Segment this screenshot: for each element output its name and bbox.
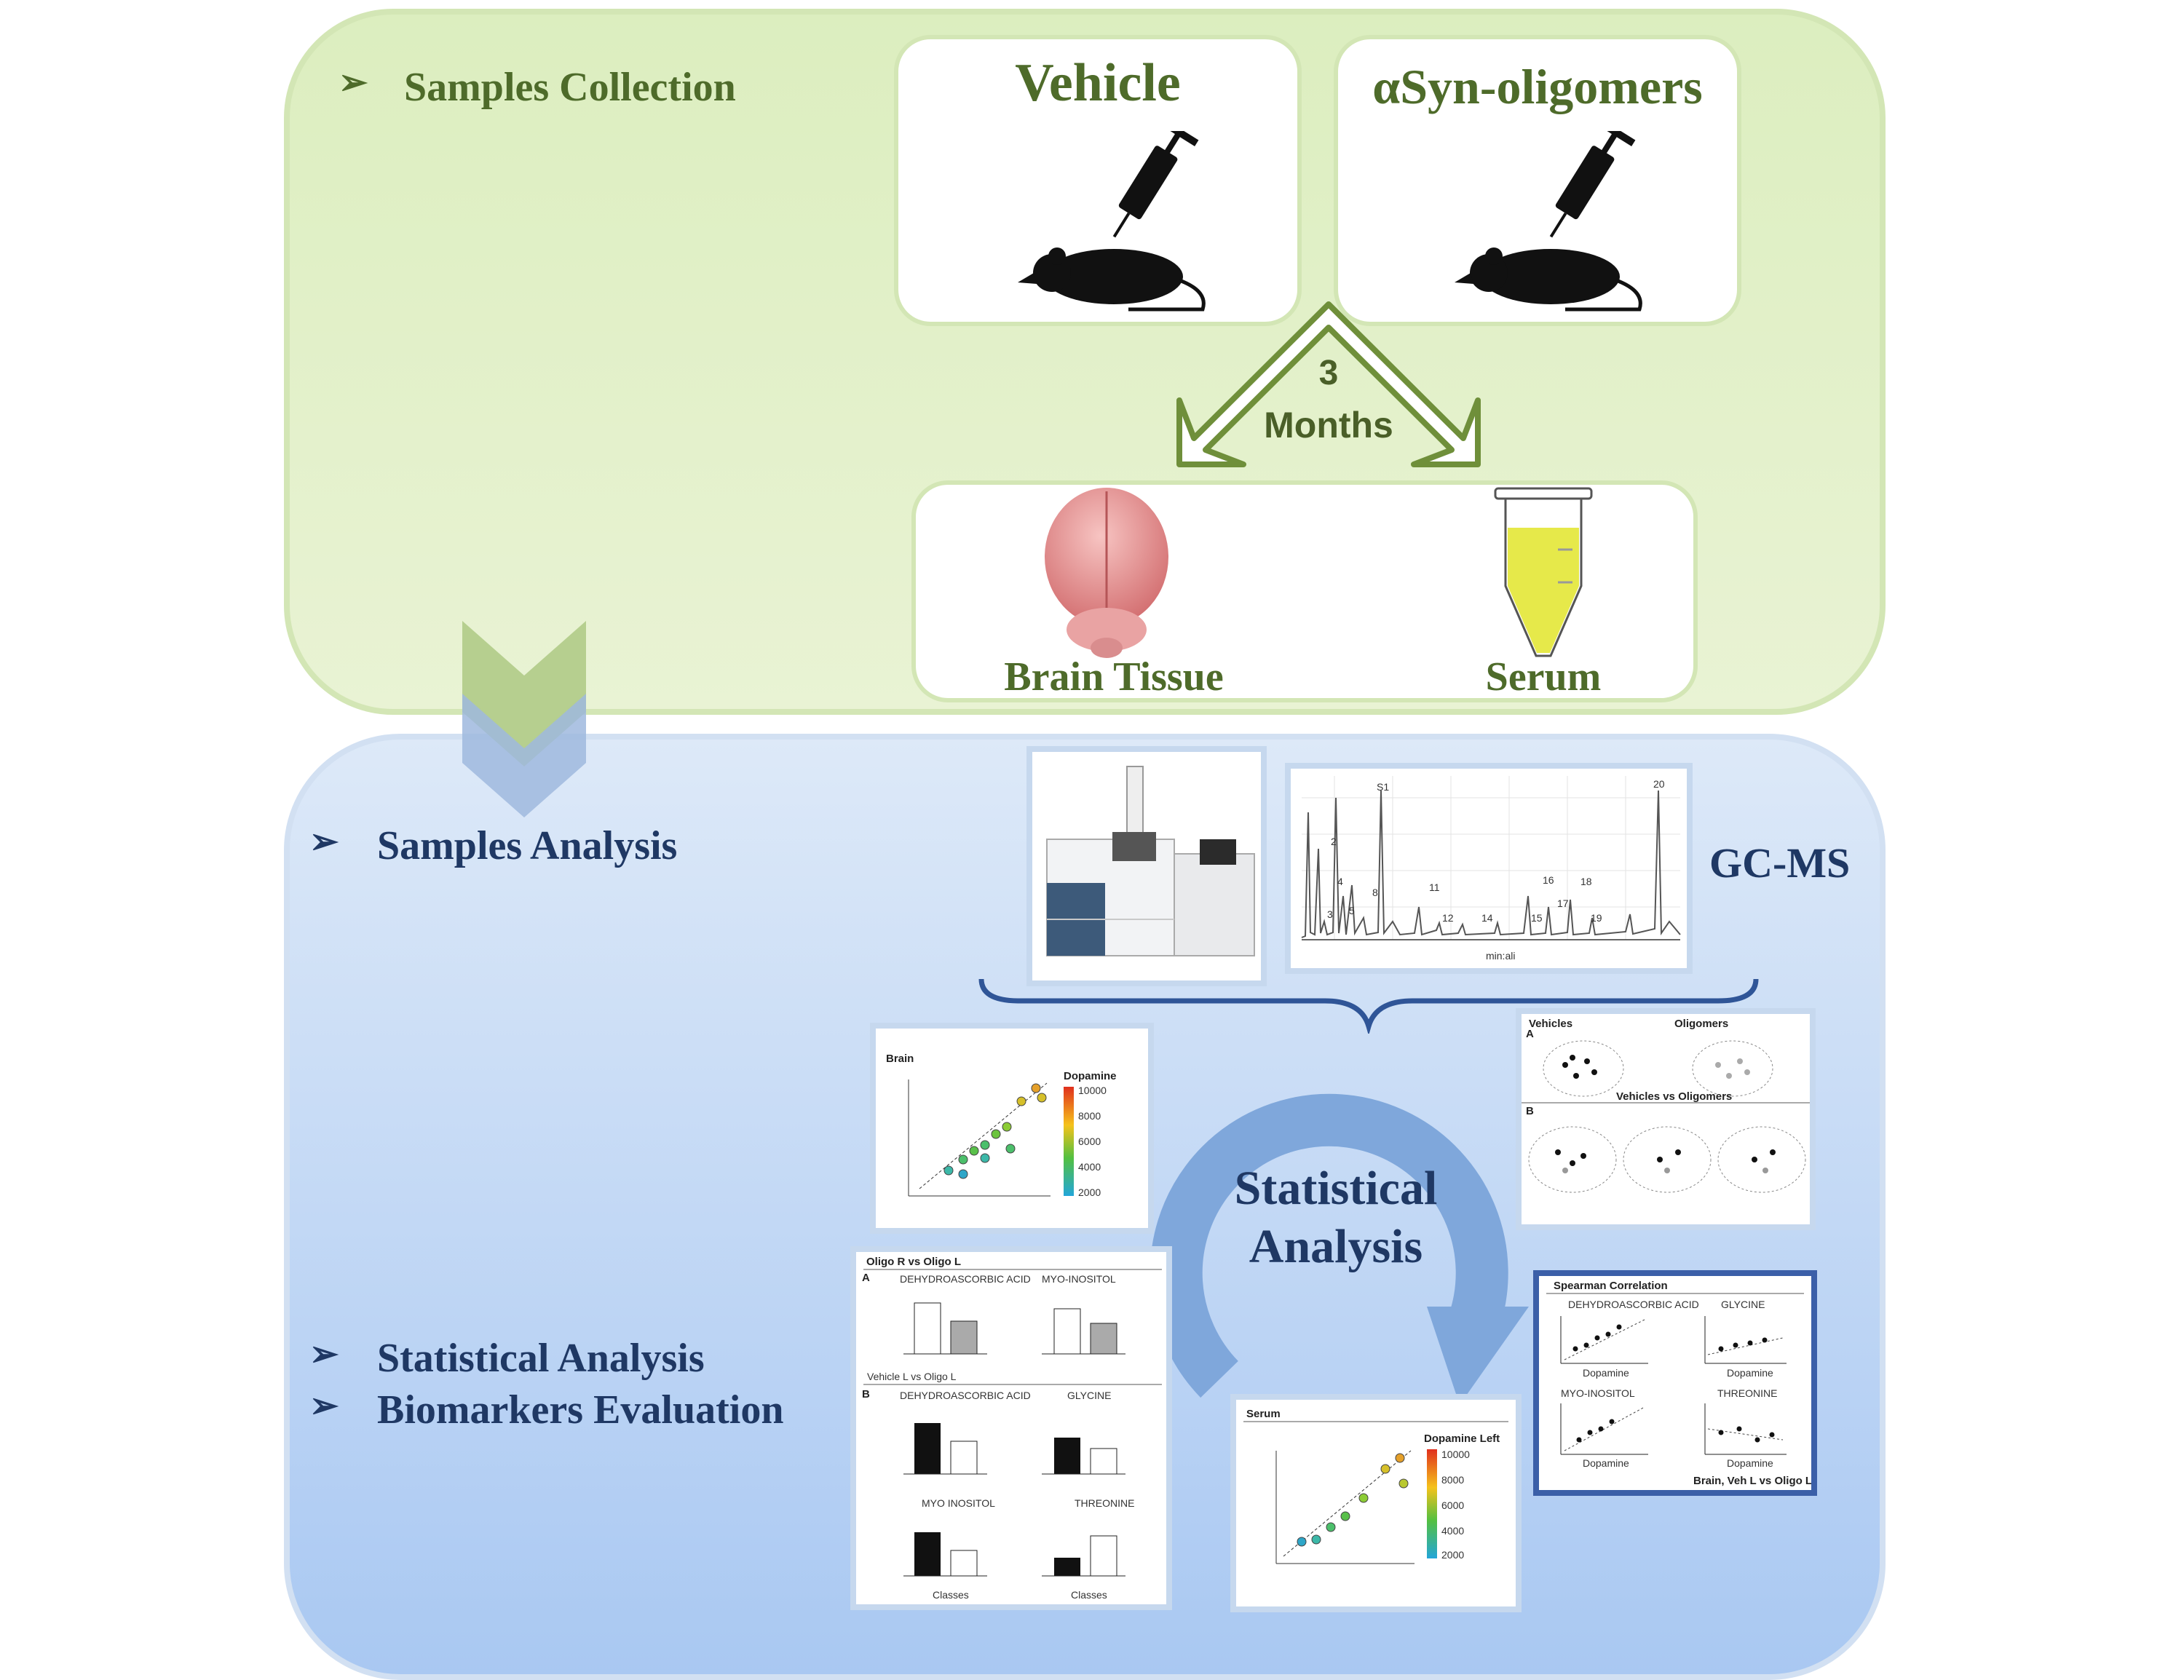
svg-text:8000: 8000 — [1441, 1474, 1464, 1486]
duration-number: 3 — [1318, 354, 1339, 392]
duration-unit: Months — [1264, 405, 1393, 445]
svg-text:17: 17 — [1557, 898, 1569, 909]
svg-text:Classes: Classes — [1071, 1589, 1107, 1601]
svg-text:B: B — [1526, 1105, 1534, 1117]
biomarkers-evaluation-heading: Biomarkers Evaluation — [377, 1387, 784, 1433]
svg-text:B: B — [862, 1388, 870, 1400]
bar-charts-thumbnail: Oligo R vs Oligo L A DEHYDROASCORBIC ACI… — [850, 1246, 1172, 1610]
svg-text:DEHYDROASCORBIC ACID: DEHYDROASCORBIC ACID — [900, 1390, 1031, 1401]
bullet-marker: ➢ — [309, 823, 339, 861]
svg-text:14: 14 — [1481, 912, 1493, 924]
flow-chevron-icon — [462, 621, 586, 817]
svg-text:20: 20 — [1653, 778, 1665, 790]
svg-text:Oligo R vs Oligo L: Oligo R vs Oligo L — [866, 1256, 961, 1268]
svg-text:DEHYDROASCORBIC ACID: DEHYDROASCORBIC ACID — [900, 1273, 1031, 1285]
svg-text:12: 12 — [1442, 912, 1454, 924]
brain-icon — [1045, 488, 1168, 658]
mouse-injection-icon — [1018, 131, 1206, 312]
brain-tissue-label: Brain Tissue — [1004, 654, 1224, 700]
svg-text:Oligomers: Oligomers — [1674, 1018, 1728, 1030]
svg-text:MYO INOSITOL: MYO INOSITOL — [922, 1497, 995, 1509]
pca-thumbnail: Vehicles Oligomers A Vehicles vs Oligome… — [1516, 1008, 1816, 1230]
svg-text:MYO-INOSITOL: MYO-INOSITOL — [1561, 1387, 1635, 1399]
thumb-legend: Dopamine — [1064, 1070, 1117, 1082]
statistical-analysis-heading: Statistical Analysis — [377, 1336, 705, 1381]
svg-text:2000: 2000 — [1078, 1186, 1101, 1198]
chromatogram-image: S1 2 4 3 5 8 11 12 14 15 16 17 18 19 20 … — [1285, 763, 1693, 974]
svg-text:A: A — [862, 1272, 870, 1284]
svg-text:GLYCINE: GLYCINE — [1721, 1299, 1765, 1310]
gcms-instrument-image — [1026, 746, 1267, 986]
svg-text:8000: 8000 — [1078, 1110, 1101, 1122]
svg-text:MYO-INOSITOL: MYO-INOSITOL — [1042, 1273, 1116, 1285]
svg-text:6000: 6000 — [1441, 1499, 1464, 1511]
spearman-correlation-thumbnail: Spearman Correlation DEHYDROASCORBIC ACI… — [1533, 1270, 1817, 1496]
svg-text:Dopamine: Dopamine — [1583, 1457, 1629, 1469]
svg-text:THREONINE: THREONINE — [1717, 1387, 1777, 1399]
cycle-label: Analysis — [1249, 1220, 1423, 1273]
brain-correlation-thumbnail: Brain Dopamine 10000 8000 6000 4000 2000 — [870, 1023, 1154, 1234]
svg-text:4: 4 — [1337, 876, 1343, 887]
bullet-marker: ➢ — [309, 1387, 339, 1425]
svg-text:S1: S1 — [1377, 781, 1389, 793]
svg-text:3: 3 — [1327, 908, 1333, 920]
svg-text:4000: 4000 — [1078, 1161, 1101, 1173]
serum-tube-icon — [1494, 487, 1593, 657]
cycle-label: Statistical — [1234, 1162, 1438, 1215]
bullet-marker: ➢ — [339, 63, 368, 102]
svg-text:4000: 4000 — [1441, 1525, 1464, 1537]
cycle-arrow-icon — [1150, 1093, 1529, 1405]
svg-text:10000: 10000 — [1441, 1449, 1470, 1460]
svg-text:2000: 2000 — [1441, 1549, 1464, 1561]
svg-text:Serum: Serum — [1246, 1408, 1281, 1420]
svg-text:THREONINE: THREONINE — [1075, 1497, 1134, 1509]
svg-text:Vehicles: Vehicles — [1529, 1018, 1572, 1030]
mouse-injection-icon — [1455, 131, 1642, 312]
svg-text:10000: 10000 — [1078, 1085, 1107, 1096]
svg-text:Dopamine Left: Dopamine Left — [1424, 1433, 1500, 1445]
vehicle-label: Vehicle — [1015, 53, 1181, 113]
svg-text:min:ali: min:ali — [1486, 950, 1515, 962]
bullet-marker: ➢ — [309, 1335, 339, 1374]
svg-text:A: A — [1526, 1028, 1534, 1040]
oligomers-label: αSyn-oligomers — [1372, 59, 1703, 114]
svg-text:11: 11 — [1429, 881, 1440, 893]
svg-text:Spearman Correlation: Spearman Correlation — [1554, 1280, 1668, 1292]
svg-text:DEHYDROASCORBIC ACID: DEHYDROASCORBIC ACID — [1568, 1299, 1699, 1310]
svg-text:Dopamine: Dopamine — [1727, 1457, 1773, 1469]
thumb-title: Brain — [886, 1053, 914, 1065]
svg-text:6000: 6000 — [1078, 1136, 1101, 1147]
svg-text:Vehicle L vs Oligo L: Vehicle L vs Oligo L — [867, 1371, 957, 1382]
svg-text:Brain, Veh L vs Oligo L: Brain, Veh L vs Oligo L — [1693, 1475, 1811, 1487]
brace-icon — [978, 978, 1759, 1034]
svg-text:Dopamine: Dopamine — [1727, 1367, 1773, 1379]
serum-correlation-thumbnail: Serum Dopamine Left 10000 8000 6000 4000… — [1230, 1394, 1522, 1612]
svg-text:Dopamine: Dopamine — [1583, 1367, 1629, 1379]
svg-text:2: 2 — [1331, 836, 1337, 847]
diverging-arrow-icon — [1176, 301, 1481, 467]
svg-text:18: 18 — [1580, 876, 1592, 887]
svg-text:GLYCINE: GLYCINE — [1067, 1390, 1111, 1401]
samples-collection-heading: Samples Collection — [404, 65, 736, 110]
svg-text:Vehicles vs Oligomers: Vehicles vs Oligomers — [1616, 1090, 1732, 1103]
svg-text:8: 8 — [1372, 887, 1378, 898]
serum-label: Serum — [1485, 654, 1602, 700]
svg-text:15: 15 — [1531, 912, 1543, 924]
svg-text:5: 5 — [1349, 905, 1355, 916]
svg-text:19: 19 — [1591, 912, 1602, 924]
samples-analysis-heading: Samples Analysis — [377, 823, 678, 868]
gcms-label: GC-MS — [1709, 839, 1851, 887]
svg-text:16: 16 — [1543, 874, 1554, 886]
svg-text:Classes: Classes — [933, 1589, 969, 1601]
